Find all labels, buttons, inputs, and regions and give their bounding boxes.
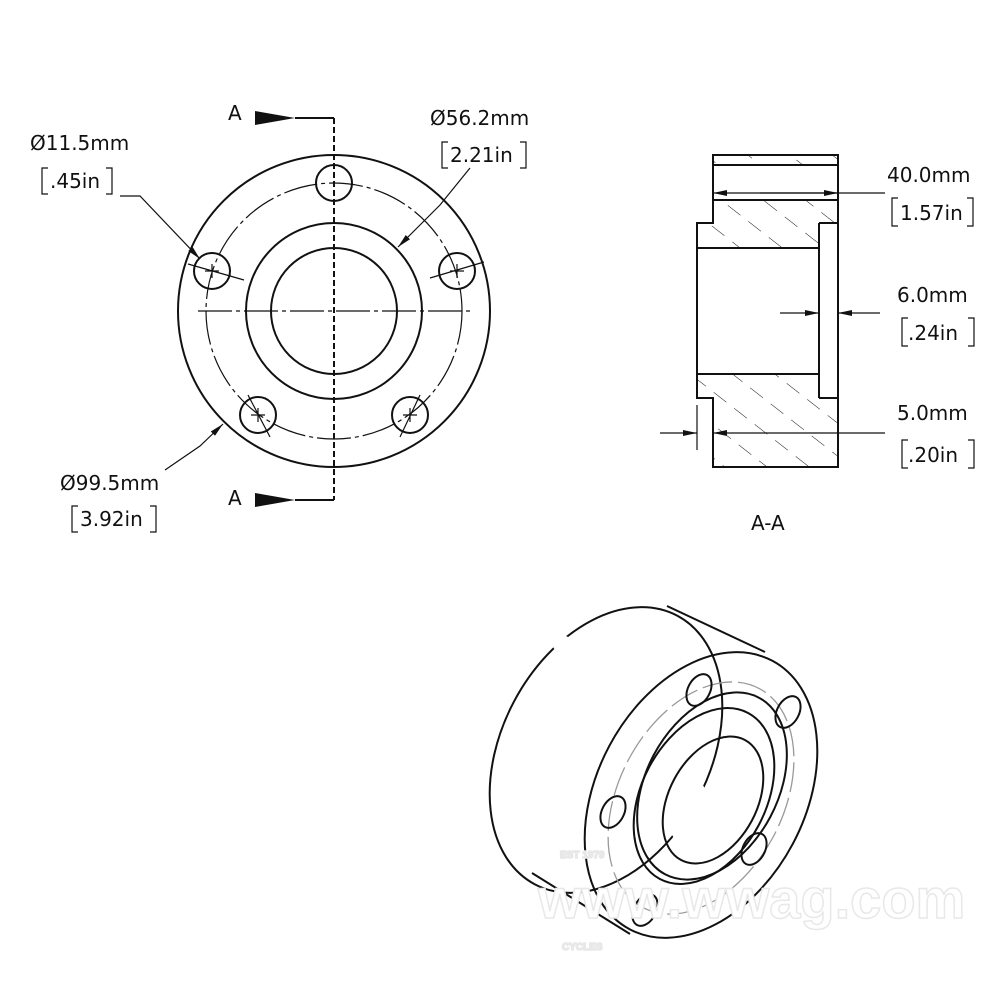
watermark-bottom: CYCLES xyxy=(562,942,603,953)
hub-outer-iso xyxy=(636,691,788,881)
hub-dia-label: Ø56.2mm 2.21in xyxy=(430,106,529,169)
bolt-hole xyxy=(438,252,476,290)
isometric-view xyxy=(488,605,819,939)
bolt-hole xyxy=(391,396,429,434)
hub-dia-in: 2.21in xyxy=(450,143,513,167)
hub-dia-leader xyxy=(397,167,471,248)
section-outline xyxy=(696,154,839,468)
hub-inner-iso xyxy=(632,707,776,885)
hole-dia-in: .45in xyxy=(50,169,100,193)
front-view: A A Ø11.5mm .45in Ø56.2mm 2.21in Ø99.5mm… xyxy=(30,101,529,533)
bolt-circle-dia-label: Ø99.5mm 3.92in xyxy=(60,471,159,533)
bracket xyxy=(901,317,975,347)
bolt-holes-iso xyxy=(599,673,802,927)
section-view: 40.0mm 1.57in 6.0mm .24in 5.0mm .20in A-… xyxy=(660,154,975,535)
hole-dia-mm: Ø11.5mm xyxy=(30,131,129,155)
watermark-top: EST 1979 xyxy=(560,850,605,861)
section-label-top: A xyxy=(228,101,242,125)
bore-iso xyxy=(661,735,765,865)
bolt-circle-dia-in: 3.92in xyxy=(80,507,143,531)
slot-dim-mm: 6.0mm xyxy=(897,283,968,307)
slot-dim-in: .24in xyxy=(908,321,958,345)
section-hatching xyxy=(697,155,838,467)
section-label-bottom: A xyxy=(228,486,242,510)
hub-dia-mm: Ø56.2mm xyxy=(430,106,529,130)
bracket xyxy=(71,505,157,533)
bolt-holes xyxy=(187,164,485,438)
watermark-text: www.wwag.com xyxy=(537,867,965,930)
width-dim-in: 1.57in xyxy=(900,201,963,225)
body-edge-bottom xyxy=(531,872,631,935)
section-title: A-A xyxy=(751,511,785,535)
bracket xyxy=(441,141,527,169)
body-edge-top xyxy=(666,605,766,653)
bolt-circle-dia-leader xyxy=(164,423,224,471)
hole-dia-leader xyxy=(120,195,201,260)
bracket xyxy=(901,439,975,469)
front-face xyxy=(583,651,819,939)
bracket xyxy=(891,197,974,227)
bolt-circle-dia-mm: Ø99.5mm xyxy=(60,471,159,495)
bolt-hole xyxy=(193,252,231,290)
watermark: www.wwag.com EST 1979 CYCLES xyxy=(536,849,966,954)
step-dim-in: .20in xyxy=(908,443,958,467)
bolt-circle-iso xyxy=(607,681,795,915)
width-dim-mm: 40.0mm xyxy=(887,163,971,187)
step-dim-mm: 5.0mm xyxy=(897,401,968,425)
bracket xyxy=(41,167,113,195)
bolt-hole xyxy=(239,396,277,434)
hole-dia-label: Ø11.5mm .45in xyxy=(30,131,129,195)
